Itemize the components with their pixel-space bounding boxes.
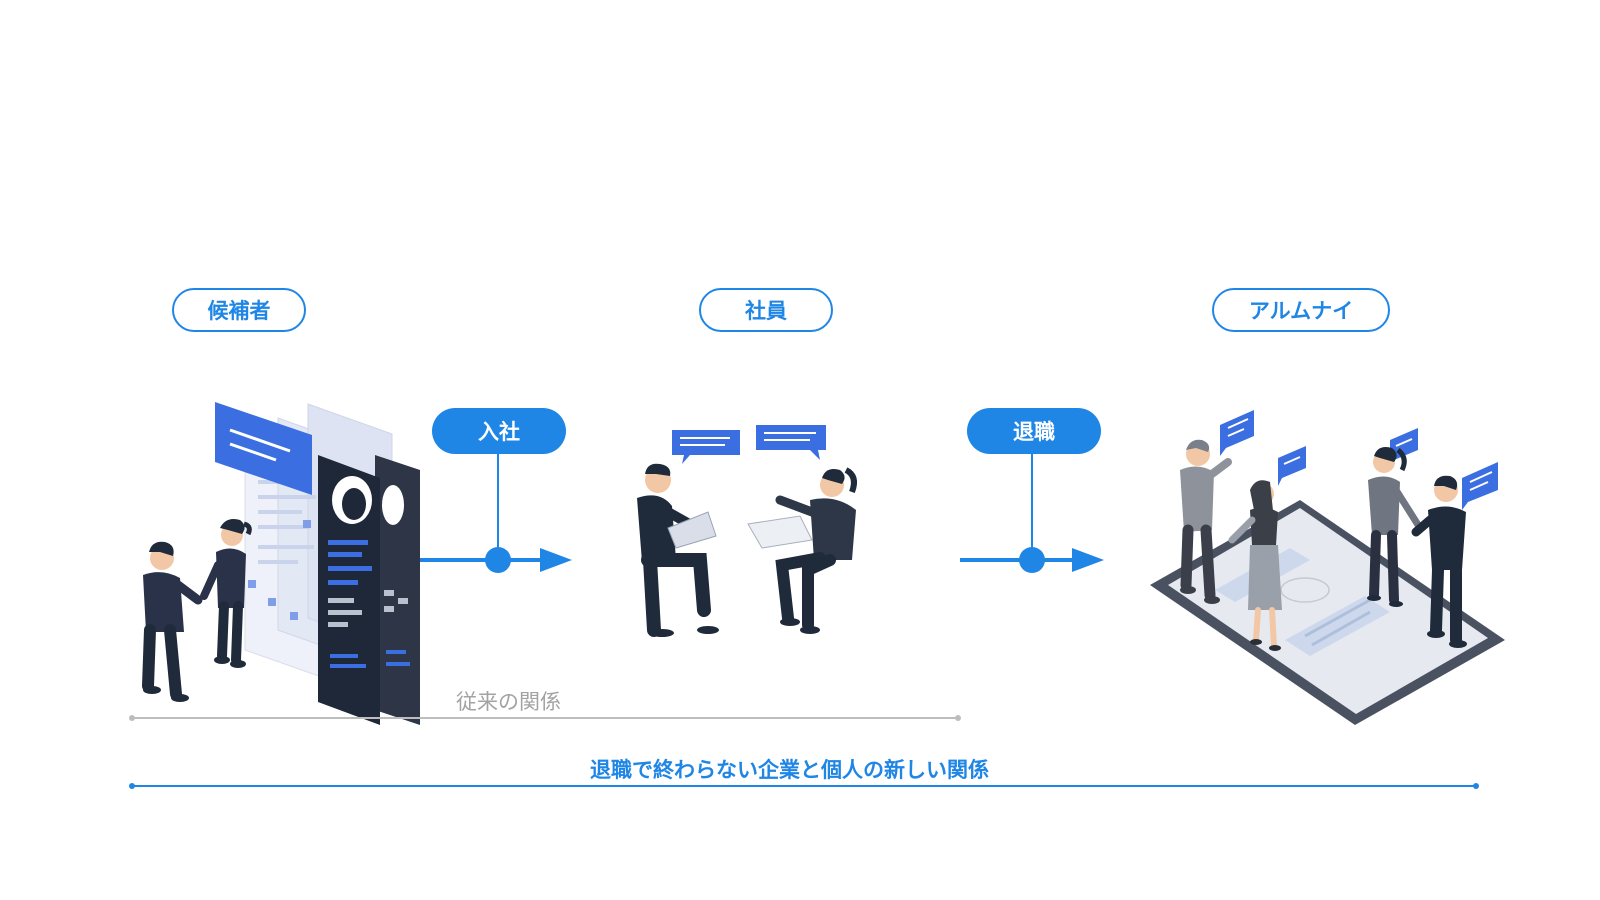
traditional-range-line — [129, 715, 961, 721]
stage-alumni-label: アルムナイ — [1248, 299, 1354, 323]
stage-alumni: アルムナイ — [1212, 288, 1390, 332]
stage-employee-label: 社員 — [745, 299, 787, 323]
transition-join: 入社 — [432, 408, 566, 454]
candidate-illustration — [142, 402, 420, 725]
new-relationship-label: 退職で終わらない企業と個人の新しい関係 — [590, 758, 989, 782]
alumni-illustration — [1150, 410, 1505, 725]
traditional-relationship-label: 従来の関係 — [456, 690, 561, 714]
transition-join-label: 入社 — [478, 420, 520, 444]
transition-leave: 退職 — [967, 408, 1101, 454]
transition-leave-label: 退職 — [1013, 420, 1055, 444]
stage-employee: 社員 — [699, 288, 833, 332]
leave-arrow — [960, 446, 1104, 573]
stage-candidate: 候補者 — [172, 288, 306, 332]
join-arrow — [420, 446, 572, 573]
employee-illustration — [637, 425, 857, 637]
new-relationship-range-line — [129, 783, 1479, 789]
stage-candidate-label: 候補者 — [207, 299, 271, 323]
